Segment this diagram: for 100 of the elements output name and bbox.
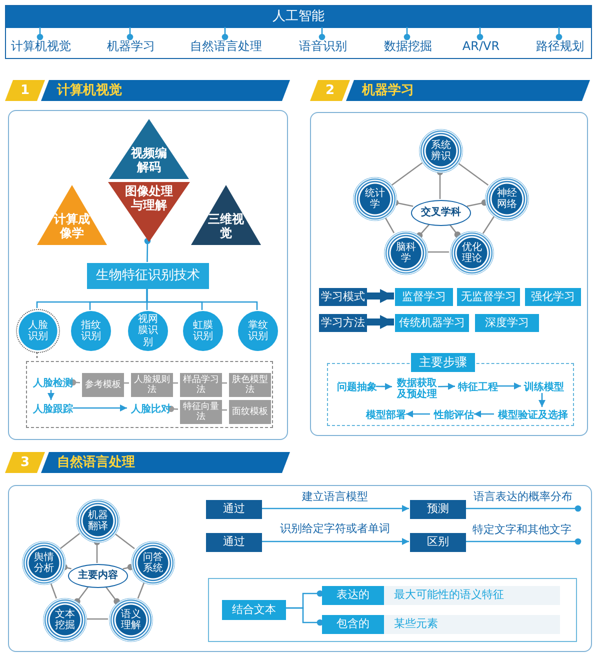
connector-line — [449, 224, 461, 238]
section-number-tab: 2 — [310, 80, 350, 101]
connector-line — [384, 216, 395, 234]
arrow — [376, 383, 392, 390]
triangle-segment: 三维视觉 — [191, 185, 261, 245]
connector-line — [318, 27, 326, 40]
category-circle: 指纹识别 — [71, 311, 111, 351]
topic-circle: 舆情分析 — [22, 541, 66, 585]
topic-circle: 脑科学 — [384, 231, 428, 275]
step-label: 训练模型 — [523, 381, 565, 395]
option-box: 结合文本 — [222, 600, 286, 620]
connector-line — [220, 409, 227, 411]
category-circle: 掌纹识别 — [238, 311, 278, 351]
center-ellipse: 主要内容 — [68, 564, 128, 588]
label-box: 学习模式 — [319, 288, 367, 306]
connector-line — [284, 607, 324, 626]
step-label: 人脸检测 — [31, 376, 75, 392]
label-box: 区别 — [410, 533, 466, 552]
technique-box: 生物特征识别技术 — [87, 263, 209, 289]
option-box: 深度学习 — [475, 314, 539, 332]
step-label: 人脸比对 — [129, 402, 173, 418]
topic-circle: 统计学 — [353, 177, 397, 221]
connector-line — [222, 27, 228, 40]
arrow — [538, 393, 546, 407]
category-circle: 视网膜识别 — [128, 311, 168, 351]
section-number-tab: 1 — [5, 80, 45, 101]
category-label: 计算机视觉 — [8, 38, 74, 56]
section-number-tab: 3 — [5, 452, 45, 473]
arrow — [474, 410, 494, 418]
connector-line — [122, 564, 134, 570]
connector-line — [146, 288, 258, 310]
topic-circle: 优化理论 — [450, 231, 494, 275]
arrow — [261, 538, 409, 545]
topic-circle: 问答系统 — [131, 541, 175, 585]
connector-line — [556, 27, 562, 40]
category-label: 语音识别 — [295, 38, 351, 56]
connector-line — [70, 379, 80, 386]
connector-line — [476, 27, 484, 40]
connector-line — [466, 199, 488, 207]
step-label: 模型部署 — [364, 409, 408, 423]
center-ellipse: 交叉学科 — [411, 200, 471, 226]
category-label: 路径规划 — [532, 38, 588, 56]
connector-line — [416, 224, 430, 239]
arrow — [438, 382, 456, 390]
connector-line — [105, 586, 120, 605]
connector-line — [465, 505, 582, 512]
step-label: 问题抽象 — [336, 381, 378, 395]
connector-line — [427, 251, 449, 253]
triangle-segment: 视频编解码 — [109, 119, 189, 179]
block-arrow — [366, 289, 394, 303]
topic-circle: 神经网络 — [485, 177, 529, 221]
connector-line — [86, 618, 108, 620]
method-box: 人脸规则法 — [131, 373, 173, 397]
label-box: 预测 — [410, 500, 466, 519]
connector-line — [168, 406, 178, 412]
connector-line — [171, 382, 178, 384]
panel-frame — [310, 112, 588, 436]
category-circle: 虹膜识别 — [183, 311, 223, 351]
triangle-segment: 图像处理与理解 — [108, 182, 190, 242]
step-label: 模型验证及选择 — [496, 409, 570, 423]
header-frame — [5, 5, 592, 59]
panel-frame — [8, 110, 288, 440]
category-label: AR/VR — [453, 38, 509, 56]
step-label: 数据获取及预处理 — [394, 376, 440, 402]
option-box: 传统机器学习 — [395, 314, 469, 332]
label-box: 学习方法 — [319, 314, 367, 332]
inner-frame — [208, 578, 577, 642]
option-box: 表达的 — [322, 586, 384, 605]
steps-heading-tab: 主要步骤 — [411, 353, 475, 372]
option-box: 无监督学习 — [457, 288, 520, 306]
triangle-segment: 计算成像学 — [37, 185, 107, 245]
connector-line — [114, 532, 135, 550]
connector-line — [74, 586, 89, 605]
arrow — [406, 410, 430, 418]
connector-line — [465, 538, 582, 545]
description-bar: 某些元素 — [384, 615, 560, 634]
connector-line — [122, 382, 129, 384]
connector-line — [137, 582, 145, 599]
connector-line — [60, 532, 80, 550]
detail-frame — [26, 361, 273, 428]
block-arrow — [366, 315, 394, 329]
method-box: 特征向量法 — [180, 400, 222, 424]
category-label: 自然语言处理 — [186, 38, 266, 56]
arrow — [48, 390, 54, 400]
connector-line — [144, 238, 151, 262]
method-box: 肤色模型法 — [229, 373, 271, 397]
connector-line — [482, 216, 495, 234]
method-box: 参考模板 — [82, 373, 124, 397]
connector-line — [36, 27, 44, 40]
topic-circle: 机器翻译 — [76, 499, 120, 543]
option-box: 包含的 — [322, 615, 384, 634]
category-label: 机器学习 — [101, 38, 161, 56]
arrow — [497, 382, 521, 390]
connector-line — [36, 352, 38, 360]
option-box: 监督学习 — [395, 288, 453, 306]
connector-line — [126, 27, 134, 40]
category-label: 数据挖掘 — [380, 38, 436, 56]
header-band: 人工智能 — [6, 6, 591, 28]
connector-line — [404, 27, 410, 40]
step-label: 特征工程 — [457, 381, 499, 395]
